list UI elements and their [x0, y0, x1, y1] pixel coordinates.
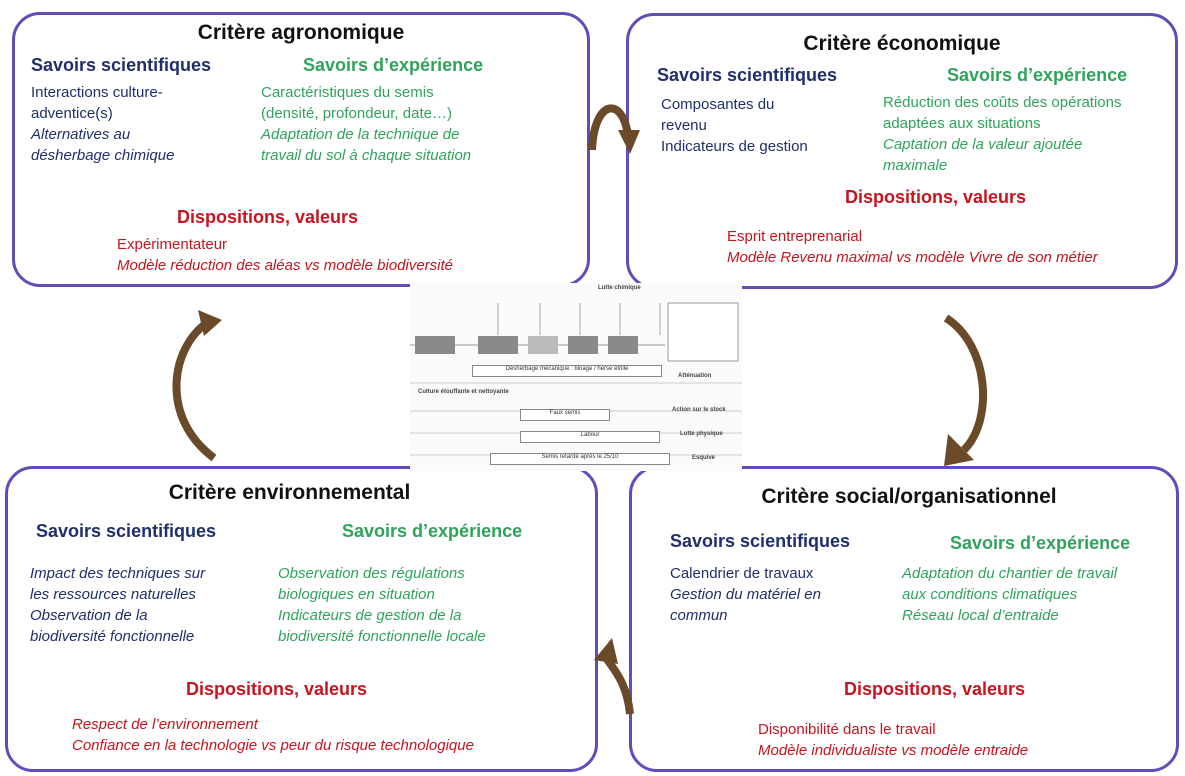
agronomique-experience-text: Caractéristiques du semis (densité, prof…: [261, 82, 471, 166]
flow-side-label: Lutte physique: [680, 431, 723, 437]
environnemental-disp-line: Confiance en la technologie vs peur du r…: [72, 737, 474, 754]
environnemental-title: Critère environnemental: [168, 481, 411, 504]
environnemental-sci-line: Observation de la: [30, 607, 148, 624]
social-sci-line: Gestion du matériel en: [670, 586, 821, 603]
agronomique-exp-line: Adaptation de la technique de: [261, 126, 460, 143]
economique-sci-line: Indicateurs de gestion: [661, 138, 808, 155]
economique-exp-line: Réduction des coûts des opérations: [883, 94, 1122, 111]
economique-scientific-heading: Savoirs scientifiques: [657, 65, 838, 85]
agronomique-dispositions-text: Expérimentateur Modèle réduction des alé…: [117, 234, 453, 276]
agronomique-sci-line: Alternatives au: [31, 126, 131, 143]
social-exp-line: aux conditions climatiques: [902, 586, 1078, 603]
flow-bar-label: Culture étouffante et nettoyante: [418, 389, 509, 395]
social-title: Critère social/organisationnel: [761, 485, 1057, 508]
flow-bar: Faux semis: [520, 409, 610, 421]
flow-side-label: Action sur le stock: [672, 407, 726, 413]
agronomique-sci-line: adventice(s): [31, 105, 113, 122]
environnemental-exp-line: Observation des régulations: [278, 565, 465, 582]
environnemental-experience-heading: Savoirs d’expérience: [342, 521, 523, 541]
agronomique-sci-line: Interactions culture-: [31, 84, 163, 101]
center-flow-diagram: Lutte chimique Désherbage mécanique : bi…: [410, 283, 742, 471]
social-disp-line: Disponibilité dans le travail: [758, 721, 936, 738]
social-scientific-heading: Savoirs scientifiques: [670, 531, 851, 551]
economique-exp-line: maximale: [883, 157, 948, 174]
environnemental-disp-line: Respect de l’environnement: [72, 716, 258, 733]
economique-experience-text: Réduction des coûts des opérations adapt…: [883, 92, 1121, 176]
social-scientific-text: Calendrier de travaux Gestion du matérie…: [670, 563, 821, 626]
flow-bar: Labour: [520, 431, 660, 443]
agronomique-title: Critère agronomique: [197, 21, 405, 44]
environnemental-experience-text: Observation des régulations biologiques …: [278, 563, 486, 647]
social-sci-line: Calendrier de travaux: [670, 565, 814, 582]
agronomique-exp-line: (densité, profondeur, date…): [261, 105, 452, 122]
environnemental-box: Critère environnemental Savoirs scientif…: [5, 466, 598, 772]
economique-disp-line: Modèle Revenu maximal vs modèle Vivre de…: [727, 249, 1098, 266]
agronomique-exp-line: travail du sol à chaque situation: [261, 147, 472, 164]
agronomique-dispositions-heading: Dispositions, valeurs: [177, 207, 359, 227]
social-dispositions-text: Disponibilité dans le travail Modèle ind…: [758, 719, 1028, 761]
social-box: Critère social/organisationnel Savoirs s…: [629, 466, 1179, 772]
social-exp-line: Adaptation du chantier de travail: [902, 565, 1118, 582]
agronomique-exp-line: Caractéristiques du semis: [261, 84, 434, 101]
environnemental-exp-line: Indicateurs de gestion de la: [278, 607, 462, 624]
agronomique-scientific-heading: Savoirs scientifiques: [31, 55, 212, 75]
flow-bar: Désherbage mécanique : binage / herse ét…: [472, 365, 662, 377]
agronomique-sci-line: désherbage chimique: [31, 147, 175, 164]
economique-box: Critère économique Savoirs scientifiques…: [626, 13, 1178, 289]
environnemental-dispositions-heading: Dispositions, valeurs: [186, 679, 368, 699]
economique-sci-line: revenu: [661, 117, 707, 134]
social-experience-heading: Savoirs d’expérience: [950, 533, 1131, 553]
curved-arrow-top-icon: [588, 104, 640, 154]
economique-scientific-text: Composantes du revenu Indicateurs de ges…: [661, 94, 808, 157]
environnemental-sci-line: les ressources naturelles: [30, 586, 196, 603]
curved-arrow-bottom-icon: [594, 638, 634, 715]
economique-title: Critère économique: [803, 32, 1001, 55]
agronomique-disp-line: Expérimentateur: [117, 236, 228, 253]
economique-exp-line: adaptées aux situations: [883, 115, 1041, 132]
economique-exp-line: Captation de la valeur ajoutée: [883, 136, 1083, 153]
agronomique-disp-line: Modèle réduction des aléas vs modèle bio…: [117, 257, 454, 274]
flow-bar: Semis retardé après le 25/10: [490, 453, 670, 465]
economique-dispositions-heading: Dispositions, valeurs: [845, 187, 1027, 207]
agronomique-experience-heading: Savoirs d’expérience: [303, 55, 484, 75]
environnemental-exp-line: biodiversité fonctionnelle locale: [278, 628, 486, 645]
economique-experience-heading: Savoirs d’expérience: [947, 65, 1128, 85]
economique-dispositions-text: Esprit entreprenarial Modèle Revenu maxi…: [727, 226, 1098, 268]
social-experience-text: Adaptation du chantier de travail aux co…: [902, 563, 1117, 626]
social-dispositions-heading: Dispositions, valeurs: [844, 679, 1026, 699]
flow-side-label: Esquive: [692, 455, 716, 461]
environnemental-sci-line: biodiversité fonctionnelle: [30, 628, 195, 645]
agronomique-box: Critère agronomique Savoirs scientifique…: [12, 12, 590, 287]
environnemental-sci-line: Impact des techniques sur: [30, 565, 206, 582]
curved-arrow-left-icon: [172, 310, 222, 462]
environnemental-dispositions-text: Respect de l’environnement Confiance en …: [72, 714, 474, 756]
social-exp-line: Réseau local d’entraide: [902, 607, 1059, 624]
social-sci-line: commun: [670, 607, 728, 624]
environnemental-scientific-text: Impact des techniques sur les ressources…: [30, 563, 205, 647]
curved-arrow-right-icon: [943, 314, 987, 466]
social-disp-line: Modèle individualiste vs modèle entraide: [758, 742, 1029, 759]
economique-disp-line: Esprit entreprenarial: [727, 228, 863, 245]
environnemental-exp-line: biologiques en situation: [278, 586, 435, 603]
economique-sci-line: Composantes du: [661, 96, 775, 113]
environnemental-scientific-heading: Savoirs scientifiques: [36, 521, 217, 541]
agronomique-scientific-text: Interactions culture- adventice(s) Alter…: [31, 82, 174, 166]
flow-side-label: Atténuation: [678, 373, 712, 379]
flow-top-label: Lutte chimique: [598, 285, 641, 291]
